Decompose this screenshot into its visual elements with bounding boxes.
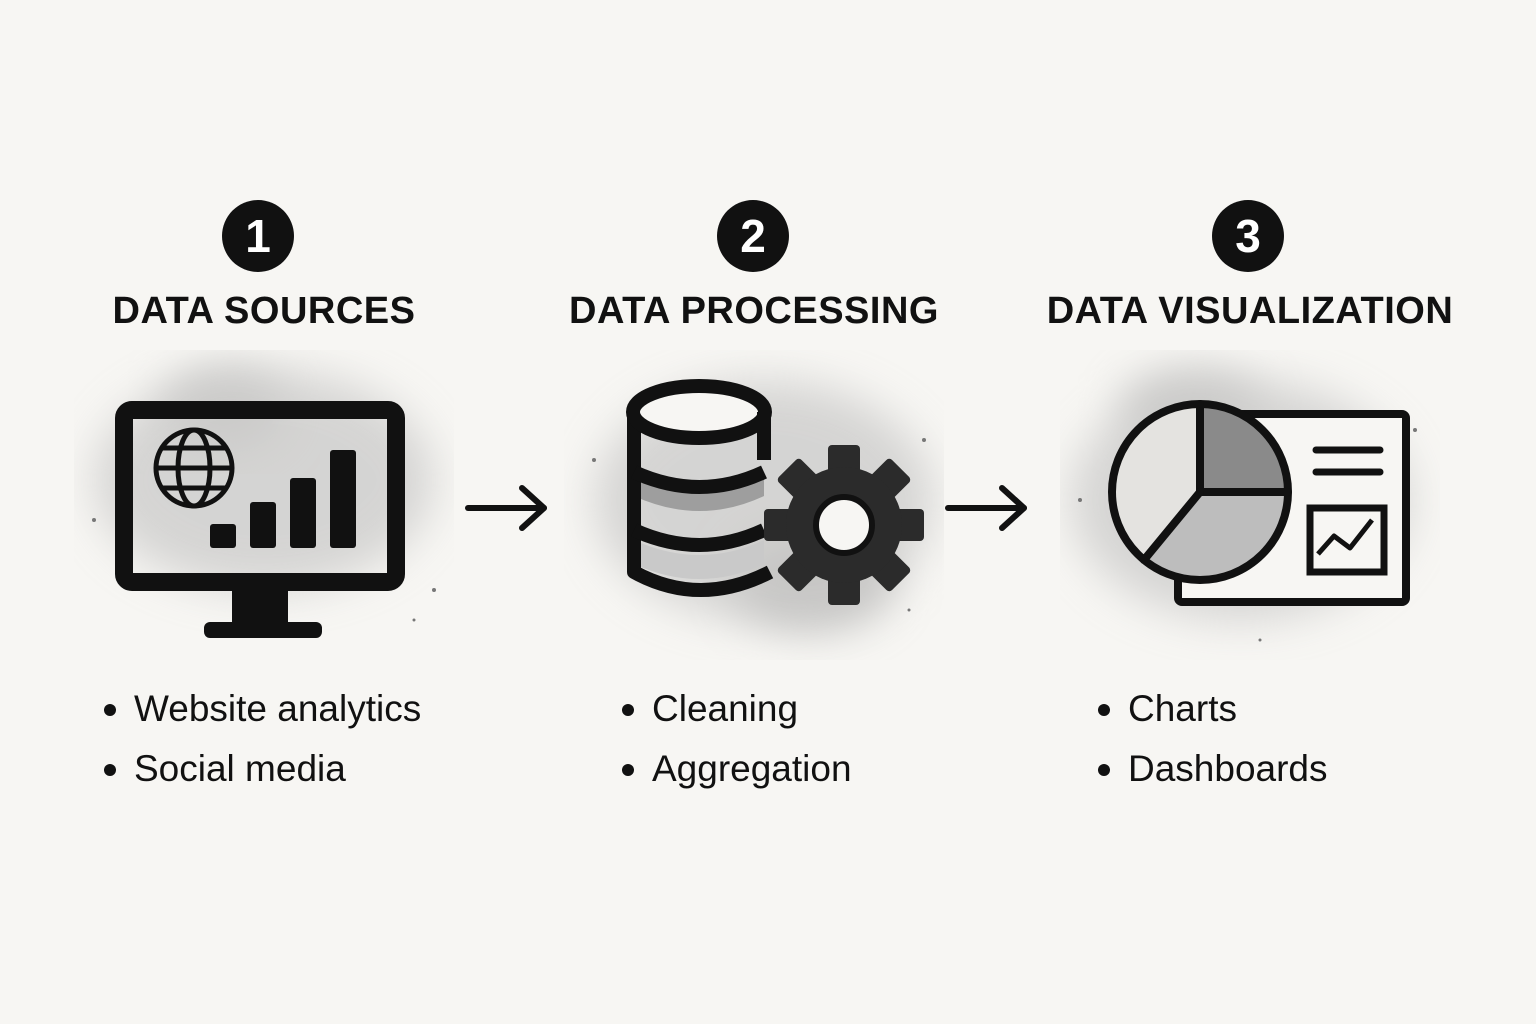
globe-icon bbox=[153, 427, 235, 509]
line-chart-icon bbox=[1306, 504, 1388, 576]
step-number-badge: 1 bbox=[222, 200, 294, 272]
bullet-list: Website analytics Social media bbox=[100, 684, 421, 804]
bullet-list: Cleaning Aggregation bbox=[618, 684, 852, 804]
step-title: DATA PROCESSING bbox=[569, 290, 939, 332]
text-lines-icon bbox=[1312, 446, 1384, 476]
arrow-right-icon bbox=[945, 485, 1027, 531]
step-number-badge: 3 bbox=[1212, 200, 1284, 272]
step-data-sources: 1 DATA SOURCES bbox=[54, 0, 474, 1024]
bullet-label: Cleaning bbox=[652, 688, 799, 729]
step-data-processing: 2 DATA PROCESSING bbox=[544, 0, 964, 1024]
list-item: Charts bbox=[1094, 684, 1328, 744]
database-gear-icon bbox=[592, 379, 934, 630]
step-title: DATA SOURCES bbox=[112, 290, 416, 332]
list-item: Website analytics bbox=[100, 684, 421, 744]
database-icon bbox=[626, 379, 774, 597]
pie-chart-icon bbox=[1108, 400, 1292, 584]
bullet-label: Charts bbox=[1128, 688, 1237, 729]
bullet-label: Website analytics bbox=[134, 688, 422, 729]
monitor-analytics-icon bbox=[92, 370, 436, 638]
bullet-label: Social media bbox=[134, 748, 346, 789]
step-title: DATA VISUALIZATION bbox=[1046, 290, 1454, 332]
list-item: Aggregation bbox=[618, 744, 852, 804]
step-number-badge: 2 bbox=[717, 200, 789, 272]
step-data-visualization: 3 DATA VISUALIZATION bbox=[1040, 0, 1460, 1024]
bullet-icon bbox=[1098, 704, 1110, 716]
bullet-icon bbox=[104, 764, 116, 776]
bullet-list: Charts Dashboards bbox=[1094, 684, 1328, 804]
list-item: Cleaning bbox=[618, 684, 852, 744]
dashboard-chart-icon bbox=[1070, 370, 1417, 642]
list-item: Dashboards bbox=[1094, 744, 1328, 804]
bullet-icon bbox=[1098, 764, 1110, 776]
gear-icon bbox=[764, 445, 924, 605]
arrow-right-icon bbox=[465, 485, 547, 531]
bullet-label: Dashboards bbox=[1128, 748, 1328, 789]
list-item: Social media bbox=[100, 744, 421, 804]
bar-chart-icon bbox=[210, 450, 356, 548]
bullet-label: Aggregation bbox=[652, 748, 852, 789]
bullet-icon bbox=[104, 704, 116, 716]
bullet-icon bbox=[622, 764, 634, 776]
bullet-icon bbox=[622, 704, 634, 716]
